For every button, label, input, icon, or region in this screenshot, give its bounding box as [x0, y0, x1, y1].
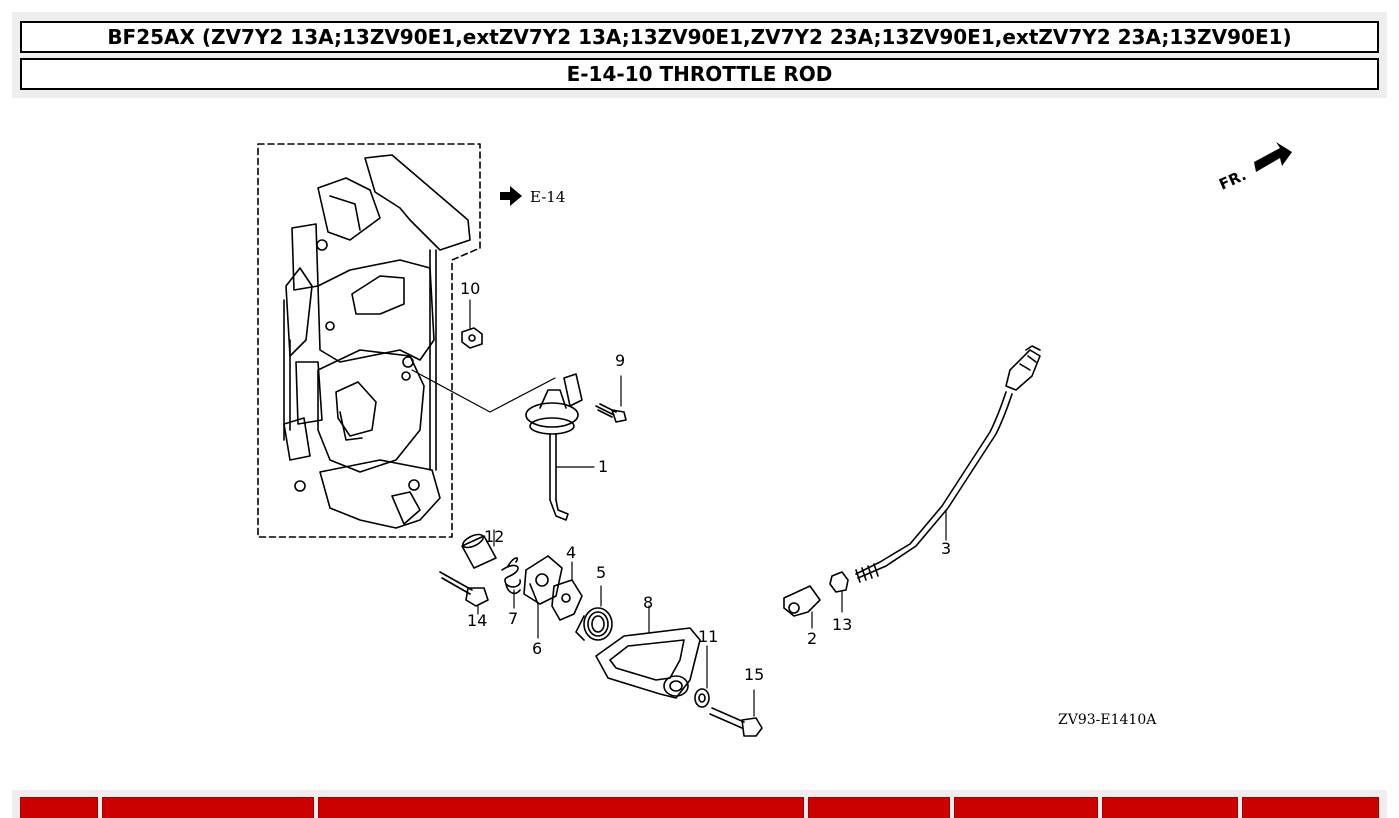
front-arrow-icon — [1254, 142, 1292, 172]
part-14-bolt — [439, 571, 489, 615]
callout-7: 7 — [508, 609, 518, 628]
table-header-cell — [1242, 797, 1379, 818]
front-label: FR. — [1216, 166, 1249, 194]
model-title: BF25AX (ZV7Y2 13A;13ZV90E1,extZV7Y2 13A;… — [20, 21, 1379, 53]
ref-arrow-icon — [500, 186, 522, 206]
part-1-throttle-lever — [525, 373, 595, 521]
parts-table-header — [12, 790, 1387, 818]
callout-2: 2 — [807, 629, 817, 648]
callout-3: 3 — [941, 539, 951, 558]
table-header-cell — [20, 797, 98, 818]
callout-13: 13 — [832, 615, 852, 634]
part-15-bolt — [709, 689, 763, 737]
housing-leader-line — [411, 369, 556, 413]
header-panel: BF25AX (ZV7Y2 13A;13ZV90E1,extZV7Y2 13A;… — [12, 12, 1387, 98]
callout-12: 12 — [484, 527, 504, 546]
table-header-cell — [102, 797, 314, 818]
callout-4: 4 — [566, 543, 576, 562]
part-10-nut — [461, 299, 483, 349]
part-2-rod-joint — [783, 585, 821, 629]
part-9-screw — [595, 375, 627, 423]
table-header-cell — [1102, 797, 1238, 818]
table-header-cell — [808, 797, 950, 818]
part-7-spring — [501, 557, 522, 609]
callout-9: 9 — [615, 351, 625, 370]
part-8-throttle-arm — [595, 605, 701, 699]
part-11-washer — [694, 645, 710, 708]
parts-diagram: E-14 FR. ZV93-E1410A 1 2 3 4 5 6 7 8 9 1… — [0, 100, 1399, 785]
section-title: E-14-10 THROTTLE ROD — [20, 58, 1379, 90]
part-12-collar — [461, 529, 497, 569]
callout-10: 10 — [460, 279, 480, 298]
diagram-code: ZV93-E1410A — [1058, 712, 1157, 728]
table-header-cell — [954, 797, 1098, 818]
part-5-torsion-spring — [575, 585, 613, 641]
housing-dashed-outline — [257, 143, 481, 538]
callout-11: 11 — [698, 627, 718, 646]
table-header-cell — [318, 797, 804, 818]
carburetor-housing — [283, 154, 471, 529]
callout-1: 1 — [598, 457, 608, 476]
callout-8: 8 — [643, 593, 653, 612]
part-3-throttle-rod — [855, 345, 1041, 583]
ref-arrow-label: E-14 — [530, 188, 565, 206]
part-6-cam — [523, 555, 563, 639]
callout-5: 5 — [596, 563, 606, 582]
callout-14: 14 — [467, 611, 487, 630]
callout-6: 6 — [532, 639, 542, 658]
part-4-plate — [551, 561, 583, 621]
part-13-nut — [829, 571, 849, 613]
callout-15: 15 — [744, 665, 764, 684]
